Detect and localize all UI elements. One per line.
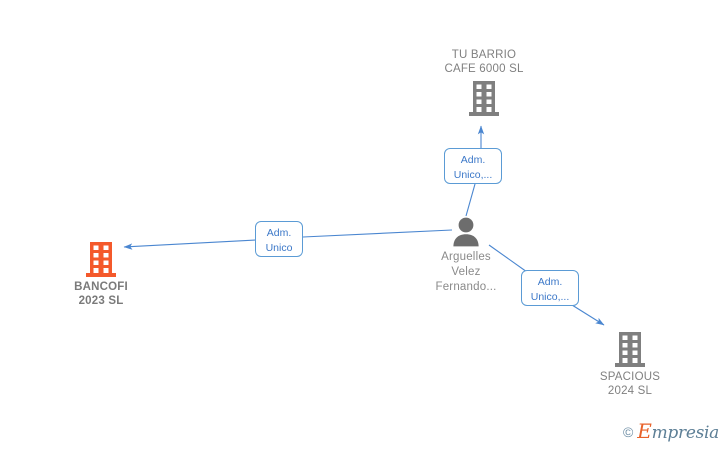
copyright-icon: ©: [622, 423, 634, 440]
node-bancofi-label: BANCOFI 2023 SL: [74, 281, 128, 307]
building-icon: [21, 240, 181, 278]
empresia-logo-text: mpresia: [651, 423, 720, 443]
node-person-label: Arguelles Velez Fernando...: [435, 251, 497, 293]
node-spacious[interactable]: SPACIOUS 2024 SL: [550, 330, 710, 398]
empresia-watermark: © Empresia: [623, 421, 719, 442]
node-tu-barrio[interactable]: TU BARRIO CAFE 6000 SL: [369, 48, 599, 117]
node-bancofi[interactable]: BANCOFI 2023 SL: [21, 240, 181, 308]
building-icon: [369, 79, 599, 117]
node-tu-barrio-label: TU BARRIO CAFE 6000 SL: [444, 49, 524, 75]
edge-person-to-tubarrio-lower: [465, 183, 476, 217]
empresia-logo: Empresia: [637, 421, 719, 442]
edge-label-person-bancofi[interactable]: Adm. Unico: [255, 221, 303, 257]
edge-label-person-tubarrio[interactable]: Adm. Unico,...: [444, 148, 502, 184]
person-icon: [386, 216, 546, 248]
empresia-logo-initial: E: [637, 419, 652, 443]
node-spacious-label: SPACIOUS 2024 SL: [599, 371, 661, 397]
edge-person-to-spacious-lower: [571, 304, 605, 326]
building-icon: [550, 330, 710, 368]
node-person-arguelles[interactable]: Arguelles Velez Fernando...: [386, 216, 546, 295]
edge-label-person-spacious[interactable]: Adm. Unico,...: [521, 270, 579, 306]
